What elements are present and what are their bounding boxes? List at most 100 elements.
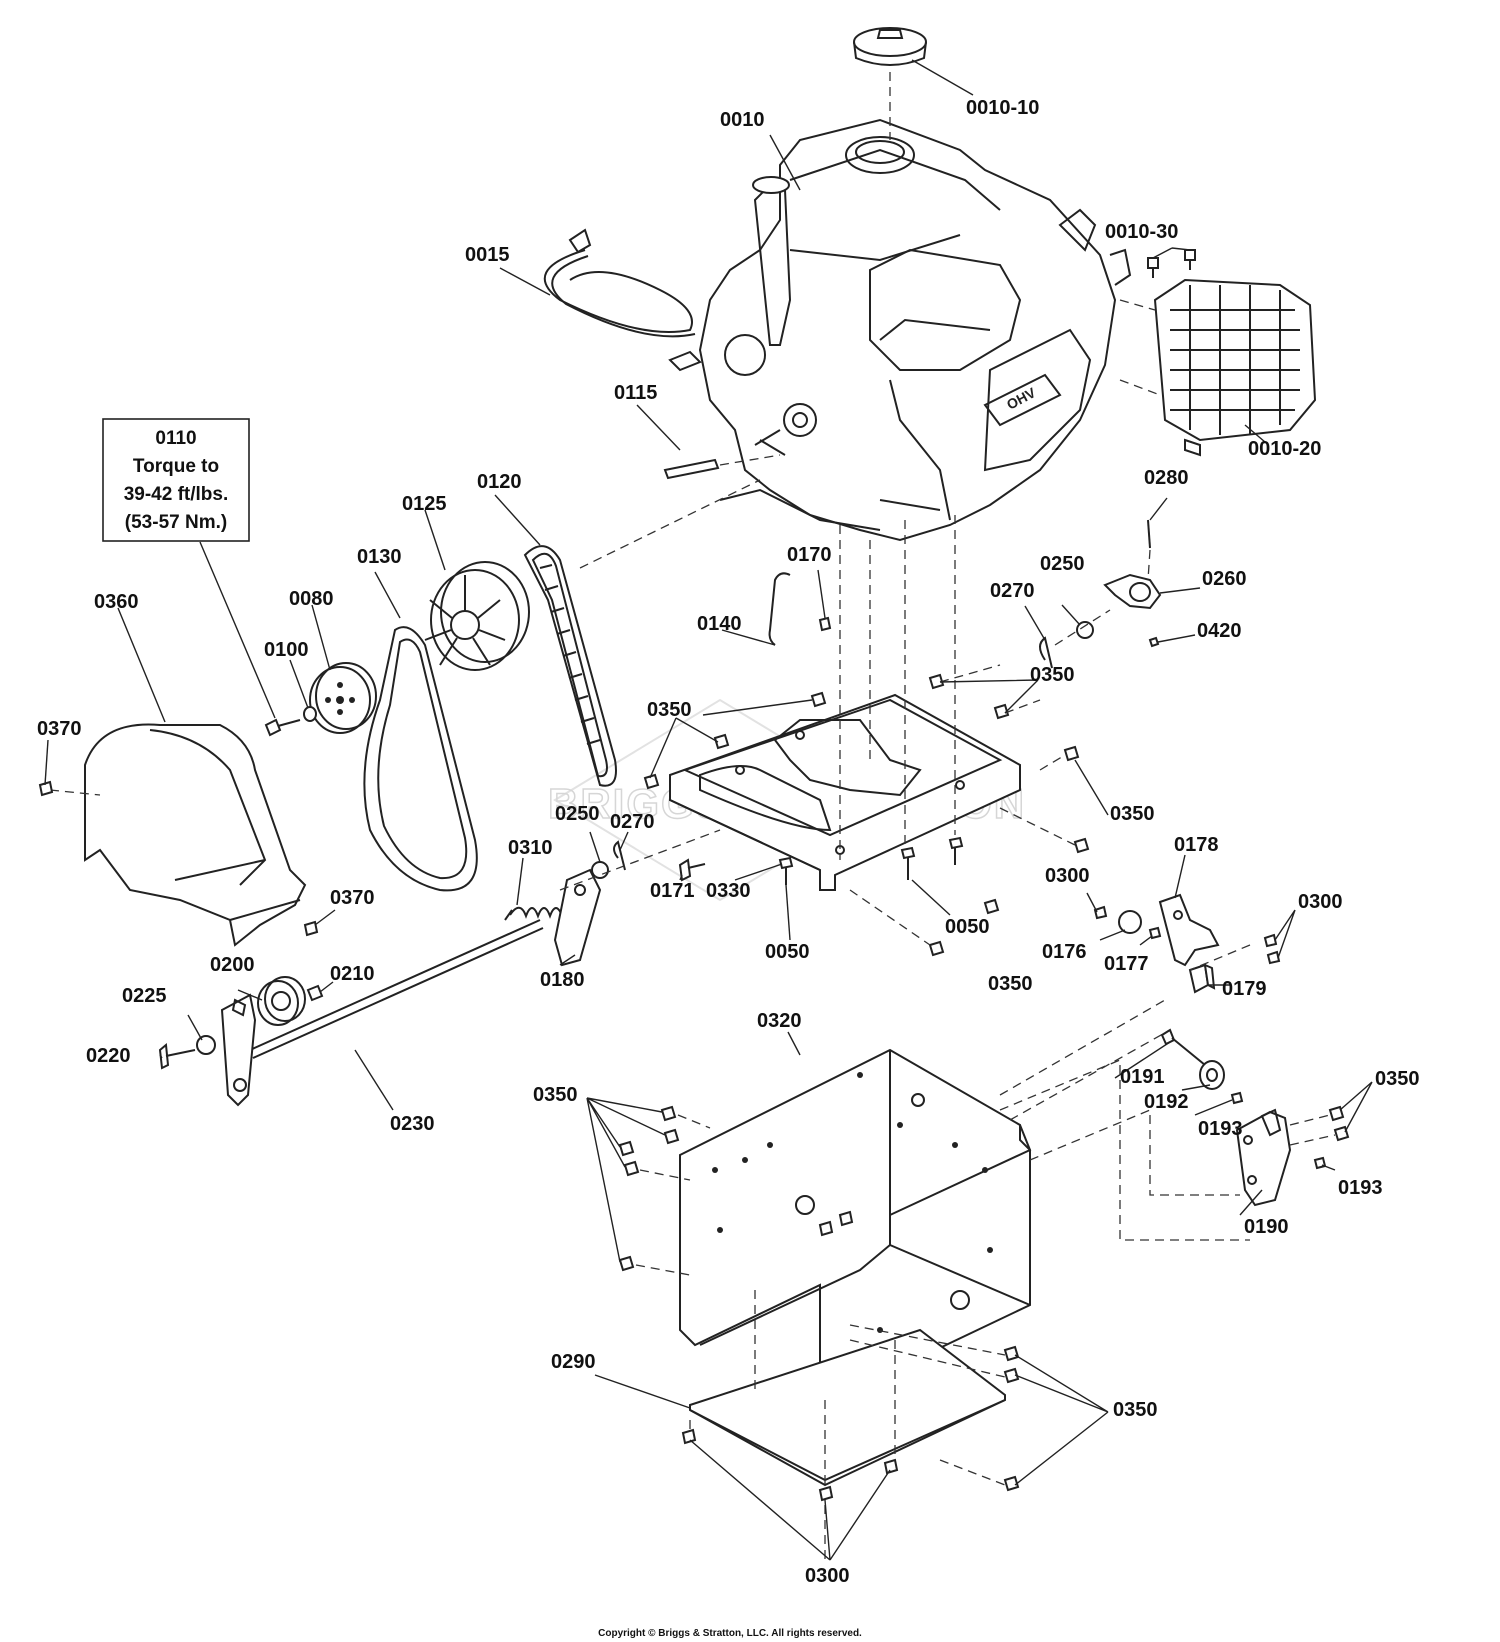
label-0420: 0420 [1197, 620, 1242, 642]
nut-0177 [1148, 926, 1162, 940]
label-0250-bottom: 0250 [555, 803, 600, 825]
note-torque-label: Torque to [133, 456, 219, 477]
carriage-bolt-0171 [678, 858, 706, 882]
mount-bolt-1 [778, 856, 794, 885]
idler-spring [504, 906, 563, 921]
nut-0210 [306, 984, 324, 1002]
screw-0350-plate [643, 673, 1090, 957]
label-0171: 0171 [650, 880, 695, 902]
idler-pulley [257, 976, 306, 1026]
label-0370-top: 0370 [37, 718, 82, 740]
label-0193-left: 0193 [1198, 1118, 1243, 1140]
bolt-0220 [158, 1043, 196, 1070]
label-0170: 0170 [787, 544, 832, 566]
washer-0176 [1118, 910, 1142, 934]
nut-0193a [1230, 1091, 1244, 1105]
label-0300-left: 0300 [1045, 865, 1090, 887]
label-0225: 0225 [122, 985, 167, 1007]
label-0179: 0179 [1222, 978, 1267, 1000]
pin-0270b [613, 840, 626, 871]
engine-mount-plate [669, 693, 1021, 891]
screws-0300-right [1093, 905, 1281, 965]
washer-0100 [303, 706, 317, 722]
label-0330: 0330 [706, 880, 751, 902]
label-0010: 0010 [720, 109, 765, 131]
note-part-number: 0110 [155, 428, 196, 449]
label-0350-frame: 0350 [533, 1084, 578, 1106]
label-0200: 0200 [210, 954, 255, 976]
label-0125: 0125 [402, 493, 447, 515]
torque-note: 0110 Torque to 39-42 ft/lbs. (53-57 Nm.) [102, 418, 250, 542]
label-0015: 0015 [465, 244, 510, 266]
label-0193-right: 0193 [1338, 1177, 1383, 1199]
v-belt [363, 626, 478, 892]
nut-0420 [1148, 636, 1160, 648]
fuel-cap [853, 27, 927, 66]
label-0310: 0310 [508, 837, 553, 859]
belt-cover [84, 723, 307, 947]
cover-screw-top [38, 780, 54, 797]
pin-0270a [1039, 636, 1053, 669]
label-0250-top: 0250 [1040, 553, 1085, 575]
screws-0350-frame-left [618, 1105, 680, 1272]
shaft-key [663, 458, 720, 480]
screws-0300-bottom [681, 1428, 899, 1502]
bottom-plate [689, 1328, 1006, 1487]
label-0270-top: 0270 [990, 580, 1035, 602]
label-0190: 0190 [1244, 1216, 1289, 1238]
leader-lines [44, 59, 1373, 1561]
label-0350-bottom: 0350 [1113, 1399, 1158, 1421]
label-0050-left: 0050 [765, 941, 810, 963]
nut-0193b [1313, 1156, 1327, 1170]
bracket-0179 [1188, 963, 1216, 994]
mount-bolt-3 [948, 836, 964, 865]
label-0115: 0115 [614, 382, 657, 404]
label-0010-30: 0010-30 [1105, 221, 1178, 243]
frame-housing [679, 1048, 1032, 1407]
shift-block-0260 [1103, 573, 1162, 610]
label-0350-plate-bottom: 0350 [988, 973, 1033, 995]
label-0300-right: 0300 [1298, 891, 1343, 913]
label-0120: 0120 [477, 471, 522, 493]
label-0178: 0178 [1174, 834, 1219, 856]
label-0177: 0177 [1104, 953, 1149, 975]
label-0192: 0192 [1144, 1091, 1189, 1113]
label-0210: 0210 [330, 963, 375, 985]
label-0350-bracket: 0350 [1375, 1068, 1420, 1090]
muffler-screws [1147, 249, 1196, 278]
label-0350-plate-right: 0350 [1110, 803, 1155, 825]
label-0176: 0176 [1042, 941, 1087, 963]
label-0140: 0140 [697, 613, 742, 635]
engine: OHV [698, 118, 1132, 542]
label-0050-right: 0050 [945, 916, 990, 938]
screws-0350-bottom-right [1003, 1345, 1020, 1492]
nut-0170 [818, 616, 832, 632]
idler-shaft [249, 919, 544, 1059]
muffler-guard [1153, 278, 1317, 457]
pin-0280 [1147, 519, 1151, 549]
label-0100: 0100 [264, 639, 309, 661]
bolt-0191 [1160, 1028, 1206, 1066]
copyright-notice: Copyright © Briggs & Stratton, LLC. All … [598, 1628, 862, 1639]
power-cord [543, 228, 702, 372]
part-labels: 0010-10 0010 0010-30 0015 0115 0010-20 0… [37, 97, 1420, 1587]
label-0280: 0280 [1144, 467, 1189, 489]
label-0270-bottom: 0270 [610, 811, 655, 833]
roller-0192 [1199, 1060, 1225, 1090]
label-0010-20: 0010-20 [1248, 438, 1321, 460]
drive-pulley-large [424, 561, 530, 671]
label-0370-bottom: 0370 [330, 887, 375, 909]
note-torque-ftlbs: 39-42 ft/lbs. [124, 484, 229, 505]
bracket-0190 [1235, 1108, 1292, 1207]
screws-0350-bracket [1328, 1105, 1350, 1142]
label-0290: 0290 [551, 1351, 596, 1373]
label-0260: 0260 [1202, 568, 1247, 590]
label-0130: 0130 [357, 546, 402, 568]
washer-0250a [1076, 621, 1094, 639]
idler-bracket [553, 868, 602, 967]
label-0350-plate-left: 0350 [647, 699, 692, 721]
label-0220: 0220 [86, 1045, 131, 1067]
bracket-0178 [1158, 893, 1220, 967]
label-0080: 0080 [289, 588, 334, 610]
